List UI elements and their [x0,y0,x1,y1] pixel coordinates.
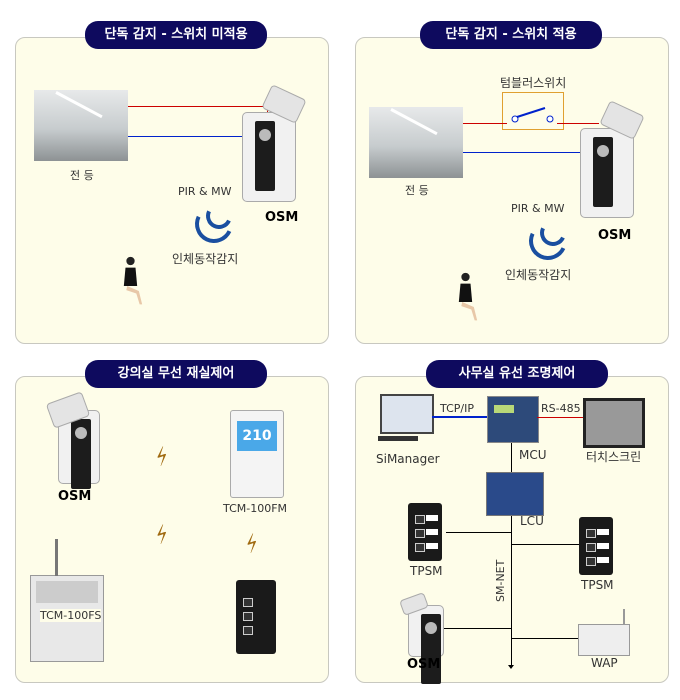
wap-image [578,609,630,656]
switch-symbol-icon [511,107,554,123]
simanager-computer-image [380,394,434,434]
smnet-bus-line [511,443,512,666]
detect-label: 인체동작감지 [172,252,239,266]
simanager-label: SiManager [376,452,440,466]
bus-branch-line [511,544,579,545]
touchscreen-image [583,398,645,448]
tcm-100fs-label: TCM-100FS [40,609,102,622]
red-wire [557,123,599,124]
touchscreen-label: 터치스크린 [586,450,642,464]
mcu-image [487,396,539,443]
panel-title: 단독 감지 - 스위치 적용 [420,21,602,49]
bus-branch-line [446,532,511,533]
mcu-label: MCU [519,448,547,462]
smnet-label: SM-NET [494,559,507,602]
rs485-line [537,417,583,418]
osm-sensor-image [580,100,645,218]
ceiling-light-photo [369,107,463,178]
red-wire [128,106,268,107]
ceiling-light-photo [34,90,128,161]
tpsm-left-image [408,503,442,561]
wap-label: WAP [591,656,618,670]
classic-switch-image [236,580,276,654]
osm-label: OSM [58,489,92,504]
osm-label: OSM [265,210,299,225]
person-icon [458,272,478,321]
osm-sensor-image [242,84,307,202]
panel-title: 사무실 유선 조명제어 [426,360,608,388]
osm-sensor-image [399,592,444,684]
lcu-label: LCU [520,514,544,528]
tcm-100fm-label: TCM-100FM [223,502,288,515]
tcpip-label: TCP/IP [440,402,474,415]
tpsm-right-label: TPSM [581,578,614,592]
bus-branch-line [511,638,578,639]
tcpip-line [432,416,487,418]
red-wire [463,123,507,124]
person-icon [123,256,143,305]
detect-label: 인체동작감지 [505,268,572,282]
osm-label: OSM [598,228,632,243]
tcm-100fm-thermostat-image: 210 [230,410,284,498]
tpsm-right-image [579,517,613,575]
blue-wire [128,136,244,137]
lamp-label: 전 등 [70,169,94,182]
blue-wire [463,152,583,153]
bus-arrow-icon [508,665,514,669]
rs485-label: RS-485 [541,402,581,415]
switch-label: 텀블러스위치 [500,76,567,90]
sensor-label: PIR & MW [178,185,232,198]
tcm-display: 210 [237,421,277,451]
sensor-label: PIR & MW [511,202,565,215]
panel-title: 강의실 무선 재실제어 [85,360,267,388]
lamp-label: 전 등 [405,184,429,197]
lcu-image [486,472,544,516]
osm-label: OSM [407,657,441,672]
osm-sensor-image [45,391,100,489]
tumbler-switch-icon [502,92,564,130]
tpsm-left-label: TPSM [410,564,443,578]
panel-title: 단독 감지 - 스위치 미적용 [85,21,267,49]
keyboard-image [378,436,418,441]
bus-branch-line [444,628,511,629]
